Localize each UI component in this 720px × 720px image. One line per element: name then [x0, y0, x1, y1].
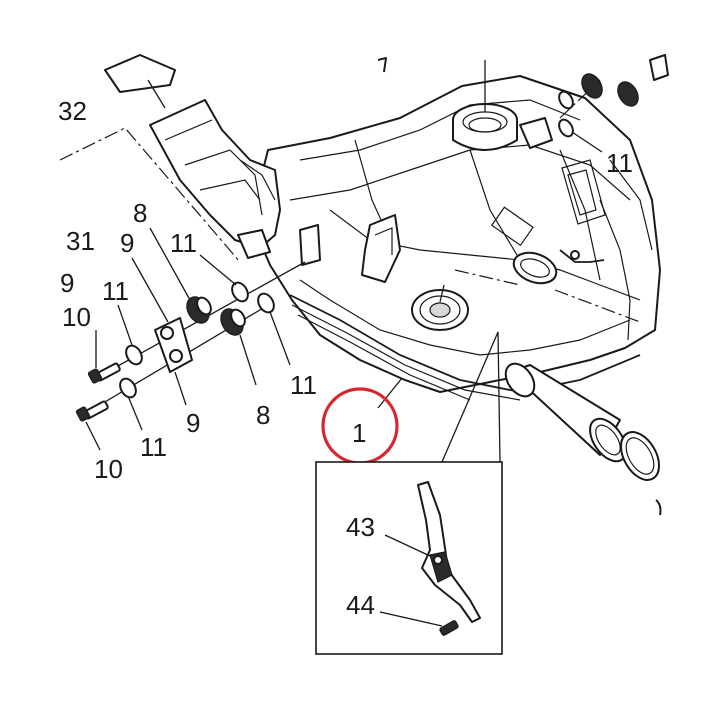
sensor-bracket — [490, 206, 605, 285]
callout-8-lower: 8 — [256, 400, 270, 430]
callout-10-upper: 10 — [62, 302, 91, 332]
callout-8-upper: 8 — [133, 198, 147, 228]
callout-11-upper-front: 11 — [102, 276, 129, 306]
bolt-upper — [87, 362, 121, 384]
callout-9-lower: 9 — [186, 408, 200, 438]
washer-upper-front — [125, 344, 143, 366]
bracket-plate — [154, 317, 193, 373]
filler-neck — [452, 60, 518, 151]
tank-brackets — [299, 117, 553, 283]
leader-1 — [377, 377, 403, 409]
bolt-lower — [75, 400, 109, 422]
callout-31: 31 — [66, 226, 95, 256]
washer-lower-front — [119, 377, 137, 399]
top-mark — [377, 57, 387, 73]
callout-1: 1 — [352, 418, 366, 448]
breather-tube — [104, 54, 281, 259]
callout-11-lower-back: 11 — [290, 370, 317, 400]
callout-43: 43 — [346, 512, 375, 542]
fuel-tank — [254, 75, 661, 401]
mounting-hardware — [75, 227, 306, 451]
callout-9-upper: 9 — [120, 228, 134, 258]
fuel-pump-opening — [411, 284, 469, 331]
grommet-lower — [220, 308, 246, 336]
callout-9-left: 9 — [60, 268, 74, 298]
top-right-hardware — [558, 54, 669, 153]
washer-upper-back — [231, 281, 249, 303]
grommet-upper — [186, 296, 212, 324]
drain-hose — [504, 362, 662, 516]
callout-44: 44 — [346, 590, 375, 620]
detail-inset — [315, 331, 503, 655]
washer-lower-back — [257, 292, 275, 314]
callout-10-lower: 10 — [94, 454, 123, 484]
callout-11-right: 11 — [606, 148, 633, 178]
callout-32: 32 — [58, 96, 87, 126]
callout-11-lower-front: 11 — [140, 432, 167, 462]
callout-11-upper-back: 11 — [170, 228, 197, 258]
